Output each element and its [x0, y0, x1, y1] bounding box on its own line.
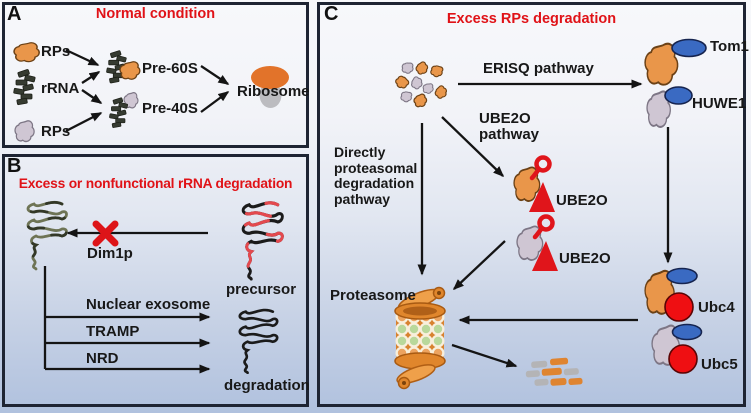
precursor-rrna-coil-icon: [237, 198, 287, 282]
panel-c-title: Excess RPs degradation: [446, 11, 617, 27]
rps-top-label: RPs: [41, 43, 71, 60]
panel-c-box: [317, 2, 746, 407]
dim1p-label: Dim1p: [87, 245, 133, 262]
degraded-rrna-coil-icon: [234, 306, 282, 375]
ribosome-icon: [249, 64, 293, 110]
proteasome-icon: [394, 286, 450, 392]
panel-b-tag: B: [7, 155, 22, 177]
ube2o-gray-label: UBE2O: [559, 250, 611, 267]
panel-c-tag: C: [324, 3, 339, 25]
tramp-label: TRAMP: [86, 323, 140, 340]
red-x-icon: [92, 220, 119, 247]
degradation-label: degradation: [224, 377, 310, 394]
ube2o-orange-icon: [510, 152, 564, 214]
huwe1-label: HUWE1: [692, 95, 747, 112]
ubc5-label: Ubc5: [701, 356, 738, 373]
ube2o-gray-icon: [513, 211, 567, 273]
tom1-label: Tom1: [710, 38, 749, 55]
pre40s-icon: [107, 92, 145, 129]
ubc4-label: Ubc4: [698, 299, 735, 316]
ubc4-icon: [644, 266, 703, 324]
direct-pathway-label: Directly proteasomal degradation pathway: [334, 144, 418, 208]
rp-gray-icon: [14, 120, 36, 143]
precursor-label: precursor: [226, 281, 297, 298]
ube2o-pathway-label: UBE2O pathway: [479, 110, 540, 143]
erisq-pathway-label: ERISQ pathway: [483, 60, 594, 77]
panel-b-title: Excess or nonfunctional rRNA degradation: [18, 176, 293, 191]
rrna-label: rRNA: [41, 80, 80, 97]
rp-cluster-icon: [393, 58, 452, 112]
huwe1-icon: [646, 85, 696, 130]
pre60s-label: Pre-60S: [142, 60, 198, 77]
proteasome-label: Proteasome: [330, 287, 416, 304]
panel-a-box: [2, 2, 309, 148]
tom1-icon: [644, 38, 710, 88]
mature-rrna-coil-icon: [22, 198, 70, 271]
panel-b-box: [2, 154, 309, 407]
ribosome-label: Ribosome: [237, 83, 310, 100]
nrd-label: NRD: [86, 350, 119, 367]
rrna-icon: [12, 68, 40, 108]
ube2o-orange-label: UBE2O: [556, 192, 608, 209]
rp-orange-icon: [13, 42, 41, 63]
pre60s-icon: [105, 49, 143, 88]
rps-bottom-label: RPs: [41, 123, 71, 140]
panel-a-tag: A: [7, 3, 22, 25]
ubc5-icon: [650, 322, 708, 378]
panel-a-title: Normal condition: [95, 6, 216, 22]
peptide-fragments-icon: [524, 356, 588, 394]
pre40s-label: Pre-40S: [142, 100, 198, 117]
nuclear-exosome-label: Nuclear exosome: [86, 296, 211, 313]
